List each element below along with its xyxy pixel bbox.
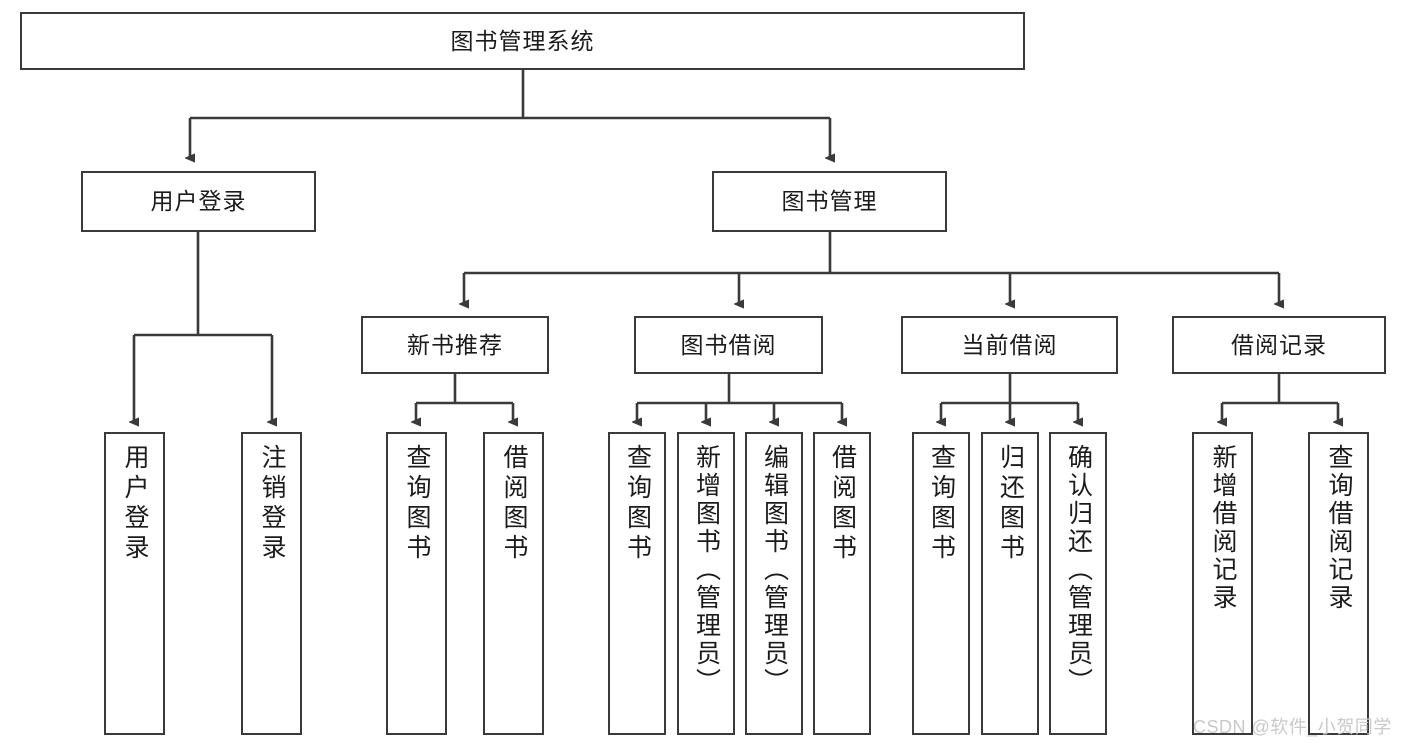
node-label: 借阅记录 <box>1231 331 1327 358</box>
node-book-management[interactable]: 图书管理 <box>712 171 947 232</box>
watermark-text: CSDN @软件_小贺同学 <box>1193 717 1392 737</box>
leaf-user-login-signout[interactable]: 注销登录 <box>241 432 302 735</box>
node-label: 借阅图书 <box>500 444 528 564</box>
node-label: 查询图书 <box>927 444 956 564</box>
node-label: 新增图书（管理员） <box>692 444 721 696</box>
node-label: 用户登录 <box>150 188 247 215</box>
leaf-current-borrow-return[interactable]: 归还图书 <box>981 432 1039 735</box>
leaf-book-borrow-borrow[interactable]: 借阅图书 <box>813 432 871 735</box>
node-label: 新书推荐 <box>407 331 503 358</box>
leaf-borrow-record-add[interactable]: 新增借阅记录 <box>1192 432 1253 735</box>
node-label: 查询图书 <box>403 444 431 564</box>
node-label: 用户登录 <box>121 444 149 564</box>
leaf-book-borrow-add-admin[interactable]: 新增图书（管理员） <box>677 432 735 735</box>
leaf-new-book-borrow[interactable]: 借阅图书 <box>483 432 544 735</box>
leaf-borrow-record-query[interactable]: 查询借阅记录 <box>1308 432 1369 735</box>
node-root-system[interactable]: 图书管理系统 <box>20 12 1025 70</box>
node-label: 图书管理 <box>781 188 878 215</box>
node-label: 查询图书 <box>623 444 652 564</box>
node-label: 查询借阅记录 <box>1325 444 1353 612</box>
node-user-login[interactable]: 用户登录 <box>81 171 316 232</box>
leaf-book-borrow-edit-admin[interactable]: 编辑图书（管理员） <box>745 432 803 735</box>
node-label: 确认归还（管理员） <box>1064 444 1093 696</box>
node-borrow-record[interactable]: 借阅记录 <box>1172 316 1386 374</box>
node-label: 借阅图书 <box>828 444 857 564</box>
leaf-current-borrow-confirm-admin[interactable]: 确认归还（管理员） <box>1049 432 1107 735</box>
node-label: 编辑图书（管理员） <box>760 444 789 696</box>
node-label: 注销登录 <box>258 444 286 564</box>
node-book-borrow[interactable]: 图书借阅 <box>634 316 823 374</box>
node-label: 归还图书 <box>996 444 1025 564</box>
leaf-user-login-signin[interactable]: 用户登录 <box>104 432 165 735</box>
leaf-book-borrow-query[interactable]: 查询图书 <box>608 432 666 735</box>
node-label: 图书借阅 <box>680 331 777 358</box>
node-current-borrow[interactable]: 当前借阅 <box>901 316 1118 374</box>
node-label: 新增借阅记录 <box>1209 444 1237 612</box>
node-label: 当前借阅 <box>961 331 1058 358</box>
leaf-current-borrow-query[interactable]: 查询图书 <box>912 432 970 735</box>
leaf-new-book-query[interactable]: 查询图书 <box>386 432 447 735</box>
node-new-book-recommend[interactable]: 新书推荐 <box>361 316 549 374</box>
node-label: 图书管理系统 <box>450 27 595 54</box>
